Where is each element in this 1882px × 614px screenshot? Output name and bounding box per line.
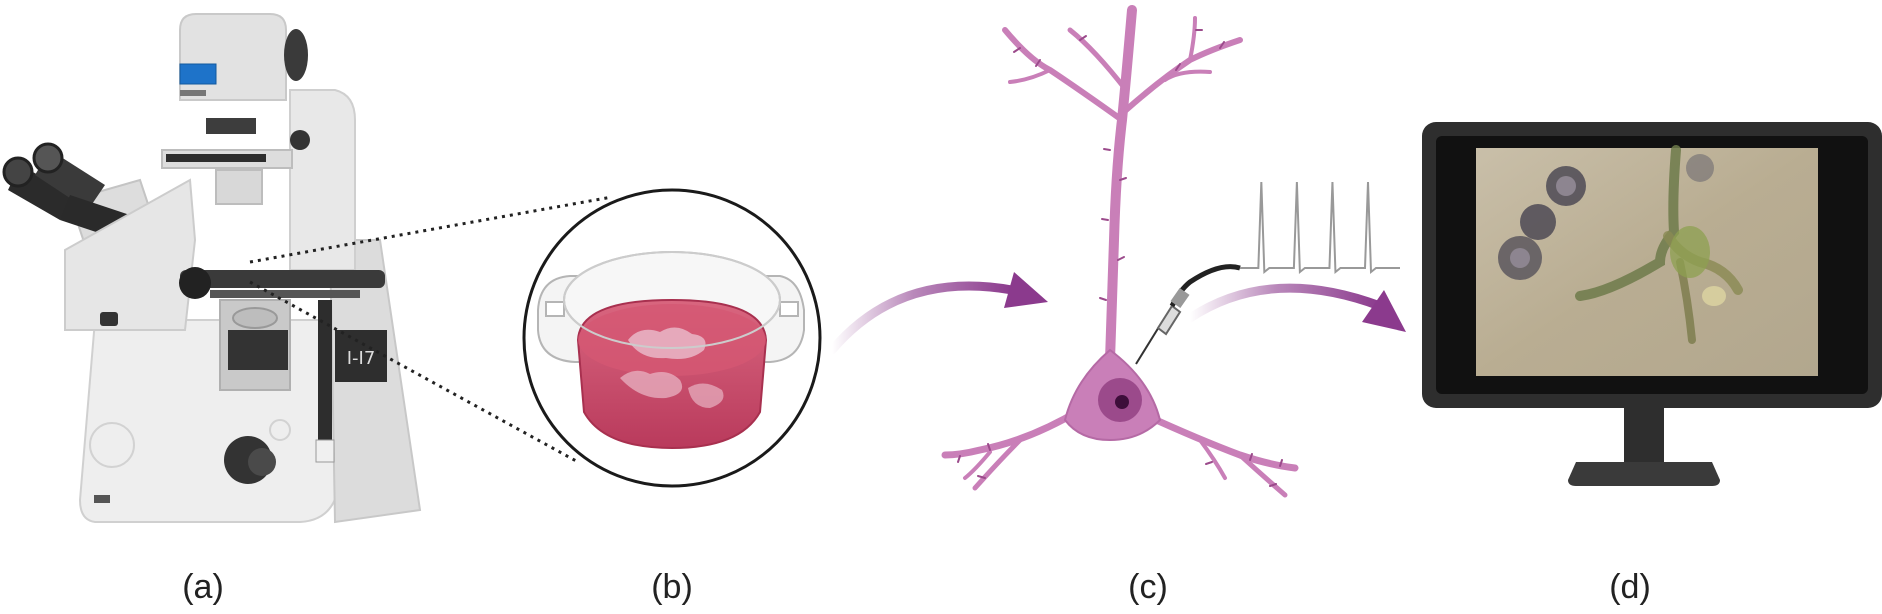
arrow-c-to-d xyxy=(1185,283,1406,332)
arrow-b-to-c xyxy=(827,272,1048,355)
petri-dish-icon xyxy=(522,188,822,488)
label-d: (d) xyxy=(1609,568,1651,606)
neuron-icon xyxy=(941,5,1299,498)
monitor-icon xyxy=(1422,122,1882,486)
spike-trace xyxy=(1240,181,1400,275)
label-a: (a) xyxy=(182,568,224,606)
zoom-lines xyxy=(249,195,613,464)
microscope-icon: I-I7 xyxy=(2,13,422,524)
label-c: (c) xyxy=(1128,568,1168,606)
svg-text:I-I7: I-I7 xyxy=(347,348,376,369)
label-b: (b) xyxy=(651,568,693,606)
patch-pipette-icon xyxy=(1135,264,1241,365)
neuron-micrograph xyxy=(1498,145,1743,344)
action-potential-trace xyxy=(1240,181,1400,275)
